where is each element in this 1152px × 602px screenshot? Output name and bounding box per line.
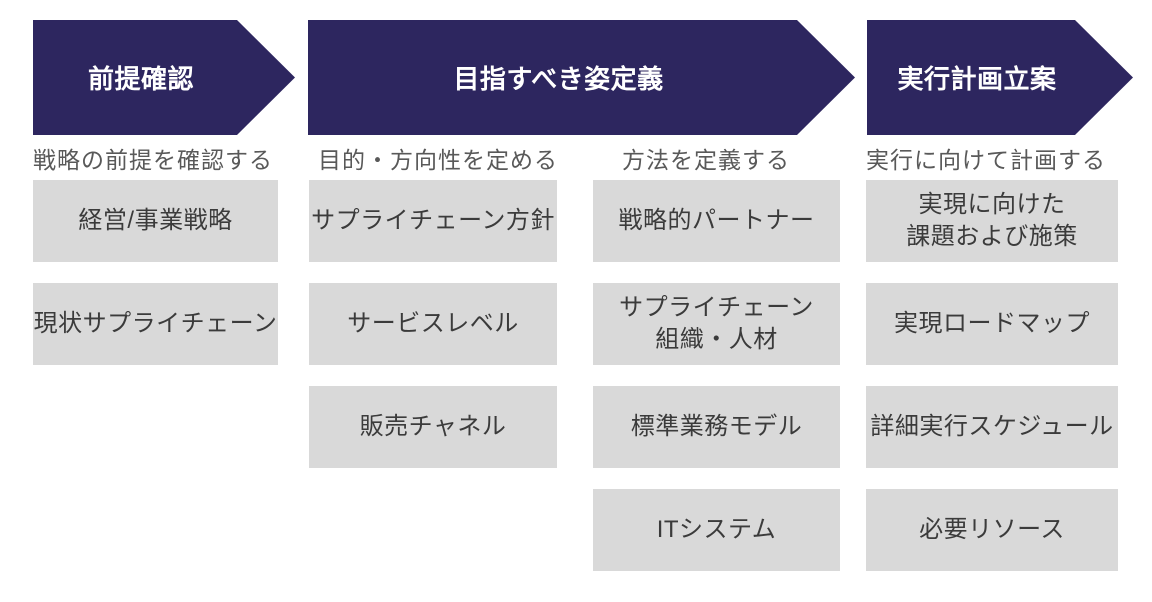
phase-arrow-execution-planning: 実行計画立案 [867,20,1133,135]
box-label-line: 実現ロードマップ [894,310,1090,338]
column-subtitle-define-method: 方法を定義する [622,147,790,173]
phase-title-premise-check: 前提確認 [87,64,194,94]
box-strategic-partner: 戦略的パートナー [593,180,840,262]
box-label-line: 経営/事業戦略 [78,207,233,235]
phase-title-execution-planning: 実行計画立案 [897,64,1057,94]
phase-arrow-premise-check: 前提確認 [33,20,295,135]
box-management-business-strategy: 経営/事業戦略 [33,180,278,262]
phase-arrow-target-state-definition: 目指すべき姿定義 [308,20,855,135]
box-service-level: サービスレベル [309,283,557,365]
box-label-line: 現状サプライチェーン [33,310,278,338]
box-label-line: 課題および施策 [906,223,1078,250]
column-subtitle-confirm-strategy-premise: 戦略の前提を確認する [33,147,273,173]
box-label-line: 標準業務モデル [630,413,803,441]
column-boxes-execution-planning: 実現に向けた 課題および施策 実現ロードマップ 詳細実行スケジュール 必要リソー… [866,180,1118,571]
box-supply-chain-org-talent: サプライチェーン 組織・人材 [593,283,840,365]
box-sales-channel: 販売チャネル [309,386,557,468]
box-label-line: ITシステム [656,516,777,544]
column-boxes-purpose-direction: サプライチェーン方針 サービスレベル 販売チャネル [309,180,557,468]
box-it-system: ITシステム [593,489,840,571]
box-current-supply-chain: 現状サプライチェーン [33,283,278,365]
box-realization-roadmap: 実現ロードマップ [866,283,1118,365]
box-label-line: サプライチェーン方針 [311,207,555,235]
box-label-line: 実現に向けた [918,191,1066,219]
box-issues-and-measures: 実現に向けた 課題および施策 [866,180,1118,262]
box-label-line: 組織・人材 [655,326,778,353]
box-detailed-execution-schedule: 詳細実行スケジュール [866,386,1118,468]
column-boxes-premise-check: 経営/事業戦略 現状サプライチェーン [33,180,278,365]
box-label-line: サービスレベル [347,310,519,338]
box-label-line: 販売チャネル [359,413,507,441]
box-label-line: 戦略的パートナー [618,207,815,235]
box-supply-chain-policy: サプライチェーン方針 [309,180,557,262]
box-label-line: 詳細実行スケジュール [870,413,1114,441]
column-subtitle-plan-for-execution: 実行に向けて計画する [866,147,1106,173]
box-label-line: 必要リソース [919,516,1065,544]
column-boxes-define-method: 戦略的パートナー サプライチェーン 組織・人材 標準業務モデル ITシステム [593,180,840,571]
box-standard-operating-model: 標準業務モデル [593,386,840,468]
box-label-line: サプライチェーン [619,294,814,322]
box-required-resources: 必要リソース [866,489,1118,571]
phase-title-target-state-definition: 目指すべき姿定義 [453,64,664,94]
column-subtitle-set-purpose-direction: 目的・方向性を定める [318,147,558,173]
